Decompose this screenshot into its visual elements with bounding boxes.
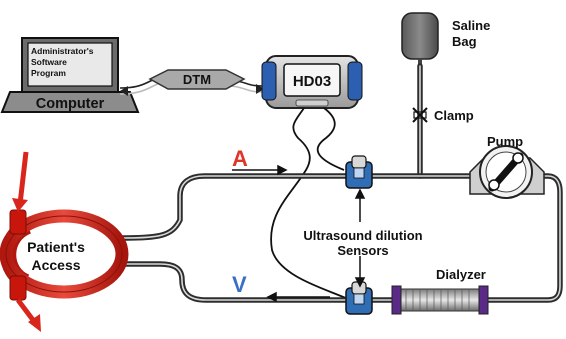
access-label-2: Access [31, 257, 80, 273]
saline-label-2: Bag [452, 34, 477, 49]
dialyzer-label: Dialyzer [436, 267, 486, 282]
pump: Pump [469, 134, 545, 199]
computer-label: Computer [36, 96, 105, 112]
access-needle-arterial [9, 209, 27, 235]
arrow-head-monitor [256, 84, 264, 94]
screen-line-3: Program [31, 68, 66, 78]
screen-line-1: Administrator's [31, 46, 94, 56]
venous-line-label: V [232, 272, 247, 297]
patient-access: Patient's Access [0, 151, 129, 332]
sensors-label-1: Ultrasound dilution [303, 228, 422, 243]
arrow-head-computer [120, 86, 128, 96]
dtm-connection: DTM [119, 69, 264, 96]
arterial-line-label: A [232, 146, 248, 171]
dtm-box [148, 69, 246, 90]
flow-arrows [232, 164, 330, 303]
circuit-tubing [119, 173, 563, 303]
computer-base [0, 91, 140, 113]
pump-label: Pump [487, 134, 523, 149]
saline-label-1: Saline [452, 18, 490, 33]
dtm-label: DTM [183, 72, 211, 87]
hd03-display [283, 63, 341, 97]
screen-line-2: Software [31, 57, 67, 67]
access-label-1: Patient's [27, 239, 85, 255]
sensors-label-2: Sensors [337, 243, 388, 258]
access-needle-venous [9, 275, 27, 301]
computer-screen [27, 42, 113, 87]
saline-bag: Saline Bag [401, 12, 490, 65]
arterial-sensor [345, 155, 373, 189]
clamp-label: Clamp [434, 108, 474, 123]
sensor-label-arrows [354, 188, 366, 288]
venous-sensor [345, 281, 373, 315]
hd03-monitor: HD03 [261, 55, 363, 109]
computer: Administrator's Software Program Compute… [0, 37, 140, 113]
hd03-label: HD03 [293, 73, 331, 90]
dialyzer: Dialyzer [391, 267, 489, 315]
sensor-cables [270, 107, 351, 301]
clamp: Clamp [412, 107, 474, 123]
